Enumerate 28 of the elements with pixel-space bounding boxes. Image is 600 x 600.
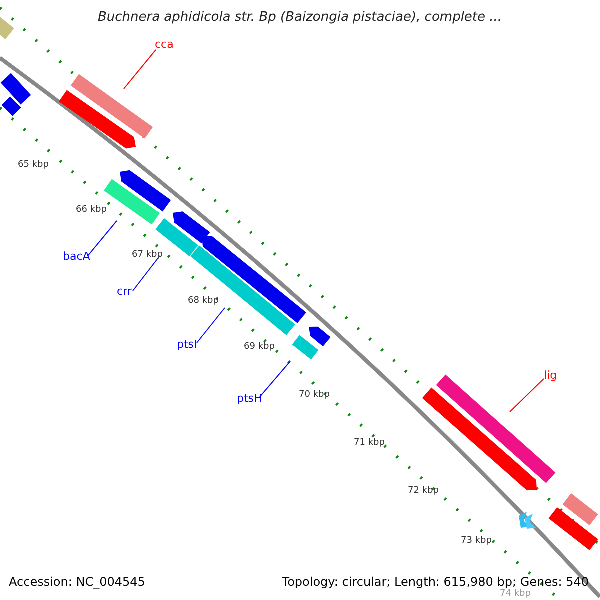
gene-label: ptsH	[237, 393, 262, 404]
scale-label: 67 kbp	[132, 251, 163, 260]
gene-bar	[292, 335, 319, 360]
scale-label: 65 kbp	[18, 161, 49, 170]
gene-label: cca	[155, 39, 174, 50]
scale-label: 66 kbp	[76, 206, 107, 215]
scale-label: 69 kbp	[244, 343, 275, 352]
gene-label: bacA	[63, 251, 90, 262]
title: Buchnera aphidicola str. Bp (Baizongia pistaciae), complete ...	[96, 11, 504, 24]
leader-line	[260, 362, 290, 398]
scale-label: 72 kbp	[408, 487, 439, 496]
gene-label: crr	[117, 286, 132, 297]
leader-line	[132, 256, 160, 292]
leader-line	[510, 378, 544, 412]
scale-label: 74 kbp	[500, 590, 531, 599]
leader-line	[88, 220, 118, 256]
footer-text: Accession: NC_004545	[9, 576, 146, 588]
leader-line	[196, 308, 226, 344]
leader-line	[124, 50, 156, 90]
gene-bar	[190, 246, 296, 336]
scale-label: 68 kbp	[188, 297, 219, 306]
gene-label: lig	[544, 370, 558, 381]
gene-bar	[70, 74, 154, 139]
scale-label: 71 kbp	[354, 439, 385, 448]
scale-label: 73 kbp	[461, 537, 492, 546]
gene-label: ptsI	[177, 339, 198, 350]
footer-text: Topology: circular; Length: 615,980 bp; Genes: 540	[282, 576, 589, 588]
scale-label: 70 kbp	[299, 391, 330, 400]
